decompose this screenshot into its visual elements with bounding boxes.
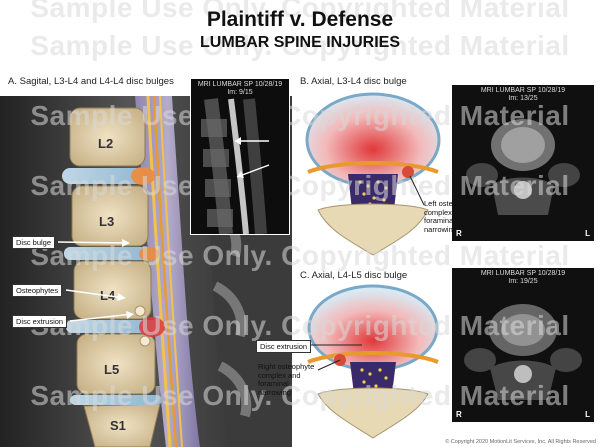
panel-a-label: A. Sagital, L3-L4 and L4-L4 disc bulges bbox=[8, 76, 174, 87]
vertebra-label-l2: L2 bbox=[98, 136, 114, 151]
axial-mri2-subheader: Im: 19/25 bbox=[508, 278, 538, 285]
vertebra-label-s1: S1 bbox=[110, 418, 126, 433]
callout-disc-bulge: Disc bulge bbox=[12, 236, 56, 249]
vertebra-label-l4: L4 bbox=[100, 288, 116, 303]
panel-b-label: B. Axial, L3-L4 disc bulge bbox=[300, 76, 407, 87]
axial-mri2-left-marker: L bbox=[585, 410, 590, 419]
axial-mri1-left-marker: L bbox=[585, 229, 590, 238]
sagittal-mri-subheader: Im: 9/15 bbox=[227, 89, 253, 96]
vertebra-label-l5: L5 bbox=[104, 362, 120, 377]
axial-mri2-right-marker: R bbox=[456, 410, 462, 419]
axial-illustration-l3-l4 bbox=[298, 90, 448, 260]
axial-mri1-right-marker: R bbox=[456, 229, 462, 238]
vertebra-label-l3: L3 bbox=[99, 214, 115, 229]
axial-mri2-header: MRI LUMBAR SP 10/28/19 bbox=[480, 270, 566, 277]
sagittal-mri-header: MRI LUMBAR SP 10/28/19 bbox=[197, 81, 283, 88]
page-subtitle: LUMBAR SPINE INJURIES bbox=[199, 34, 401, 51]
axial-mri1-header: MRI LUMBAR SP 10/28/19 bbox=[480, 87, 566, 94]
callout-disc-extrusion-c: Disc extrusion bbox=[256, 340, 312, 353]
callout-osteophytes: Osteophytes bbox=[12, 284, 63, 297]
callout-left-osteophyte: Left osteophyte complex and foraminal na… bbox=[424, 199, 476, 234]
panel-c-label: C. Axial, L4-L5 disc bulge bbox=[300, 270, 408, 281]
sagittal-mri-image: MRI LUMBAR SP 10/28/19 Im: 9/15 bbox=[190, 78, 290, 235]
axial-mri-image-l3-l4: MRI LUMBAR SP 10/28/19 Im: 13/25 R L bbox=[452, 85, 594, 241]
axial-illustration-l4-l5 bbox=[298, 282, 448, 442]
copyright-notice: © Copyright 2020 MotionLit Services, Inc… bbox=[445, 439, 596, 445]
axial-mri1-subheader: Im: 13/25 bbox=[508, 95, 538, 102]
page-title: Plaintiff v. Defense bbox=[206, 8, 394, 31]
callout-disc-extrusion: Disc extrusion bbox=[12, 315, 68, 328]
callout-right-osteophyte: Right osteophyte complex and foraminal n… bbox=[258, 362, 315, 397]
axial-mri-image-l4-l5: MRI LUMBAR SP 10/28/19 Im: 19/25 R L bbox=[452, 268, 594, 422]
